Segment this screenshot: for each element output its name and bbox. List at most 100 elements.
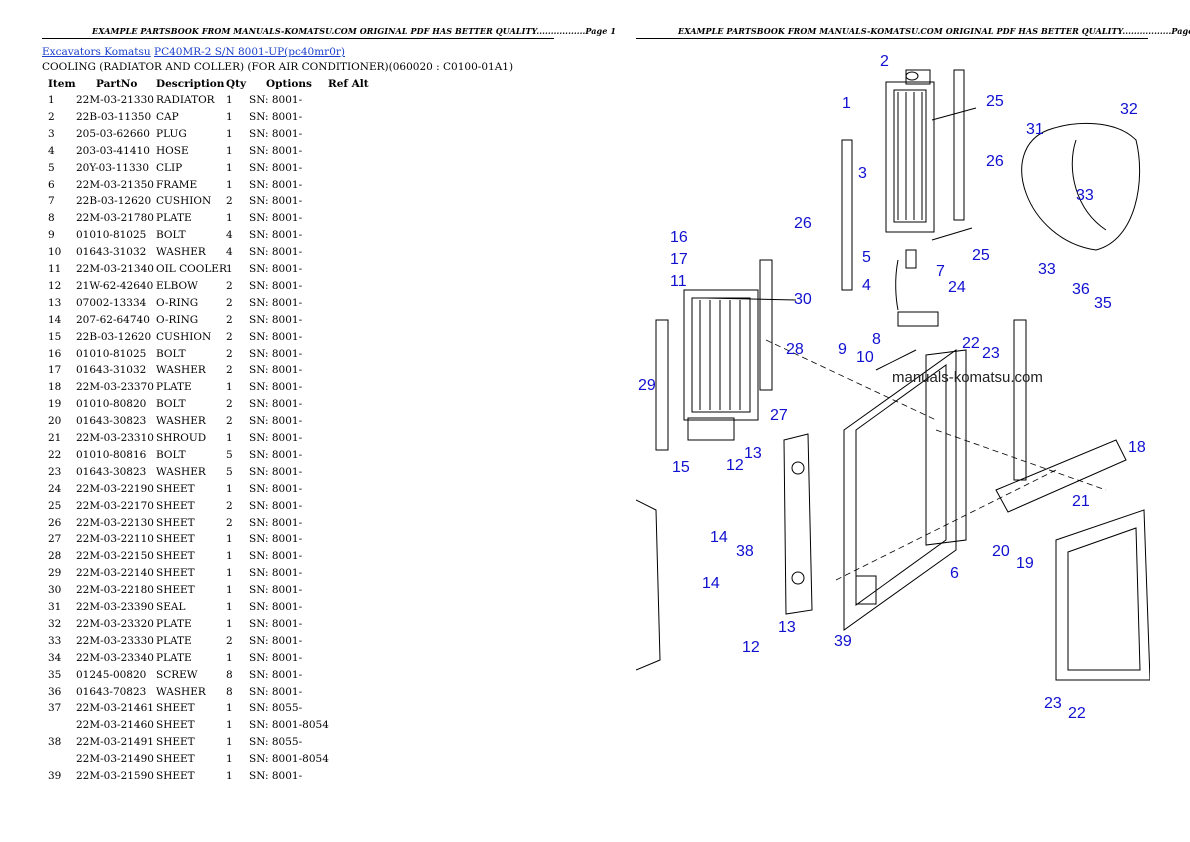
svg-text:9: 9 [838, 341, 847, 358]
row-partno: 22M-03-22190 [76, 482, 154, 495]
row-options: SN: 8001- [249, 144, 303, 157]
row-options: SN: 8001- [249, 550, 303, 563]
row-options: SN: 8001- [249, 482, 303, 495]
row-description: RADIATOR [156, 94, 215, 106]
row-options: SN: 8001- [249, 499, 303, 512]
svg-text:10: 10 [856, 349, 874, 366]
row-partno: 01643-30823 [76, 465, 147, 478]
svg-text:1: 1 [842, 95, 851, 112]
col-header-description: Description [156, 78, 225, 90]
row-qty: 1 [226, 110, 233, 123]
row-partno: 22M-03-21330 [76, 94, 154, 106]
svg-text:12: 12 [742, 639, 760, 656]
row-partno: 21W-62-42640 [76, 279, 154, 292]
row-options: SN: 8001- [249, 533, 303, 546]
row-options: SN: 8001- [249, 94, 303, 106]
section-title: COOLING (RADIATOR AND COLLER) (FOR AIR C… [42, 61, 514, 73]
row-options: SN: 8055- [249, 736, 303, 749]
row-options: SN: 8001- [249, 584, 303, 597]
row-description: WASHER [156, 685, 206, 698]
row-item: 33 [48, 634, 62, 647]
row-item: 15 [48, 330, 62, 343]
svg-text:13: 13 [744, 445, 762, 462]
row-qty: 1 [226, 263, 233, 275]
row-item: 2 [48, 110, 55, 123]
row-options: SN: 8001- [249, 330, 303, 343]
row-description: SHEET [156, 533, 195, 546]
row-item: 16 [48, 347, 62, 360]
col-header-partno: PartNo [96, 78, 138, 90]
row-options: SN: 8001- [249, 161, 303, 174]
row-options: SN: 8001- [249, 770, 303, 782]
row-description: SHEET [156, 770, 195, 782]
diagram-watermark: manuals-komatsu.com [892, 369, 1043, 386]
row-options: SN: 8001- [249, 279, 303, 292]
row-partno: 01010-80820 [76, 398, 147, 411]
row-item: 20 [48, 415, 62, 428]
svg-text:5: 5 [862, 249, 871, 266]
svg-text:25: 25 [986, 93, 1004, 110]
breadcrumb-model-link[interactable]: PC40MR-2 S/N 8001-UP(pc40mr0r) [154, 46, 345, 58]
row-qty: 1 [226, 651, 233, 664]
row-item: 32 [48, 617, 62, 630]
row-options: SN: 8001- [249, 110, 303, 123]
row-item: 22 [48, 448, 62, 461]
row-partno: 22M-03-21340 [76, 263, 154, 275]
row-qty: 2 [226, 499, 233, 512]
row-description: PLUG [156, 127, 187, 140]
row-item: 1 [48, 94, 55, 106]
row-options: SN: 8001- [249, 212, 303, 225]
row-options: SN: 8001- [249, 415, 303, 428]
row-options: SN: 8001- [249, 229, 303, 242]
svg-text:36: 36 [1072, 281, 1090, 298]
row-item: 27 [48, 533, 62, 546]
row-item: 29 [48, 567, 62, 580]
row-qty: 1 [226, 550, 233, 563]
row-partno: 22M-03-22110 [76, 533, 154, 546]
row-description: BOLT [156, 448, 186, 461]
row-item: 17 [48, 364, 62, 377]
col-header-options: Options [266, 78, 312, 90]
row-description: PLATE [156, 212, 192, 225]
row-description: SHROUD [156, 432, 207, 444]
row-qty: 2 [226, 296, 233, 309]
row-qty: 1 [226, 736, 233, 749]
row-options: SN: 8001- [249, 313, 303, 326]
row-item: 30 [48, 584, 62, 597]
row-options: SN: 8001- [249, 651, 303, 664]
row-qty: 8 [226, 685, 233, 698]
row-description: SHEET [156, 753, 195, 766]
row-qty: 2 [226, 634, 233, 647]
row-description: CAP [156, 110, 179, 123]
row-partno: 22M-03-21780 [76, 212, 154, 225]
row-description: PLATE [156, 617, 192, 630]
row-options: SN: 8001- [249, 668, 303, 681]
row-partno: 22M-03-23330 [76, 634, 154, 647]
row-qty: 1 [226, 770, 233, 782]
row-qty: 8 [226, 668, 233, 681]
row-qty: 1 [226, 482, 233, 495]
row-item: 9 [48, 229, 55, 242]
row-options: SN: 8001- [249, 381, 303, 394]
row-options: SN: 8001- [249, 601, 303, 613]
row-description: WASHER [156, 364, 206, 377]
svg-text:14: 14 [710, 529, 728, 546]
row-description: WASHER [156, 465, 206, 478]
row-qty: 1 [226, 144, 233, 157]
row-item: 38 [48, 736, 62, 749]
svg-text:33: 33 [1076, 187, 1094, 204]
row-partno: 01643-70823 [76, 685, 147, 698]
breadcrumb-category-link[interactable]: Excavators Komatsu [42, 46, 151, 58]
row-description: CUSHION [156, 330, 212, 343]
row-item: 25 [48, 499, 62, 512]
row-item: 28 [48, 550, 62, 563]
svg-text:30: 30 [794, 291, 812, 308]
row-item: 37 [48, 702, 62, 715]
row-qty: 2 [226, 364, 233, 377]
svg-text:3: 3 [858, 165, 867, 182]
row-options: SN: 8001- [249, 347, 303, 360]
row-item: 36 [48, 685, 62, 698]
row-description: SHEET [156, 482, 195, 495]
row-options: SN: 8001- [249, 364, 303, 377]
row-partno: 22M-03-23370 [76, 381, 154, 394]
